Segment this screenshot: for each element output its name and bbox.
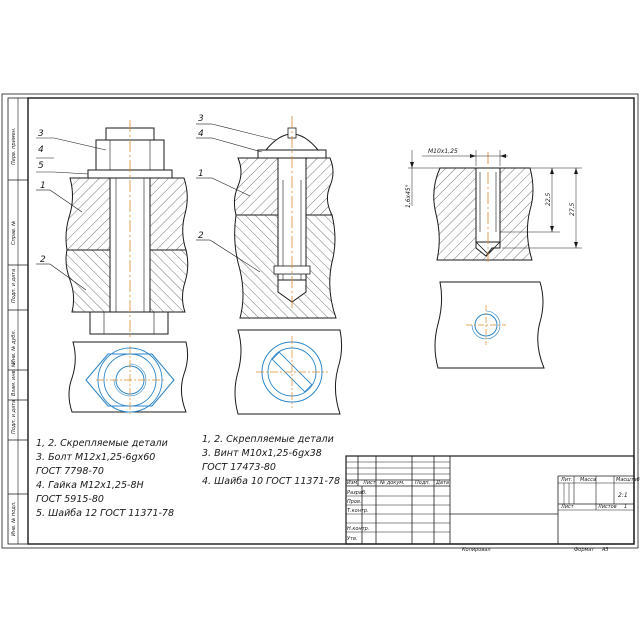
row-label: Пров. [347,499,362,505]
dim-depth-hole: 27,5 [569,202,576,216]
view-bolt-section: 3 4 5 1 2 [36,120,189,340]
row-label: Разраб. [347,490,367,496]
margin-label: Перв. примен. [11,127,17,165]
callout-1: 1 [40,181,46,191]
note-line: 1, 2. Скрепляемые детали [202,434,334,445]
notes-bolt: 1, 2. Скрепляемые детали 3. Болт М12х1,2… [36,438,174,519]
view-threaded-hole: М10х1,25 1,6х45° 22,5 27,5 [405,148,582,262]
callout-5: 5 [38,161,44,171]
title-block-text: Изм. Лист № докум. Подп. Дата Разраб. Пр… [347,477,640,553]
note-line: 4. Шайба 10 ГОСТ 11371-78 [202,476,340,487]
callout-2: 2 [40,255,46,265]
note-line: ГОСТ 17473-80 [202,462,276,473]
view-bolt-plan [68,341,189,414]
row-label: Т.контр. [347,508,369,514]
col-header: Подп. [415,480,430,486]
mass-label: Масса [580,477,596,483]
margin-label: Инв. № подл. [11,502,17,537]
view-hole-plan [434,281,545,369]
row-label: Утв. [347,536,358,542]
lit-label: Лит. [560,477,573,483]
note-line: 5. Шайба 12 ГОСТ 11371-78 [36,508,174,519]
col-header: Изм. [347,480,359,486]
copied-label: Копировал [462,547,491,553]
margin-label: Подп. и дата [11,400,17,434]
callout-4: 4 [198,129,204,139]
sheets-label: Листов [597,504,617,510]
title-block [345,455,635,545]
scale-label: Масштаб [616,477,640,483]
callout-1: 1 [198,169,204,179]
margin-label: Справ. № [11,221,17,245]
margin-label: Подп. и дата [11,269,17,303]
notes-screw: 1, 2. Скрепляемые детали 3. Винт М10х1,2… [202,434,340,487]
format-value: А3 [601,547,609,553]
note-line: ГОСТ 7798-70 [36,466,104,477]
note-line: ГОСТ 5915-80 [36,494,104,505]
dim-depth-thread: 22,5 [545,192,552,206]
dim-chamfer: 1,6х45° [405,184,412,208]
scale-value: 2:1 [618,492,628,499]
note-line: 3. Винт М10х1,25-6gх38 [202,448,322,459]
note-line: 4. Гайка М12х1,25-8Н [36,480,144,491]
margin-label: Взам. инв. № [11,362,17,396]
col-header: Дата [435,480,449,486]
col-header: Лист [362,480,377,486]
callout-2: 2 [198,231,204,241]
format-label: Формат [574,547,595,553]
note-line: 3. Болт М12х1,25-6gх60 [36,452,155,463]
sheets-value: 1 [624,504,627,510]
callout-3: 3 [38,129,44,139]
col-header: № докум. [379,480,405,486]
margin-label: Инв. № дубл. [11,330,17,364]
row-label: Н.контр. [347,526,369,532]
callout-3: 3 [198,114,204,124]
sheet-label: Лист [560,504,575,510]
note-line: 1, 2. Скрепляемые детали [36,438,168,449]
dim-thread: М10х1,25 [428,148,458,155]
callout-4: 4 [38,145,44,155]
view-screw-section: 3 4 1 2 [196,114,337,319]
margin-strip: Перв. примен. Справ. № Подп. и дата Инв.… [7,97,29,545]
view-screw-plan [234,329,343,415]
